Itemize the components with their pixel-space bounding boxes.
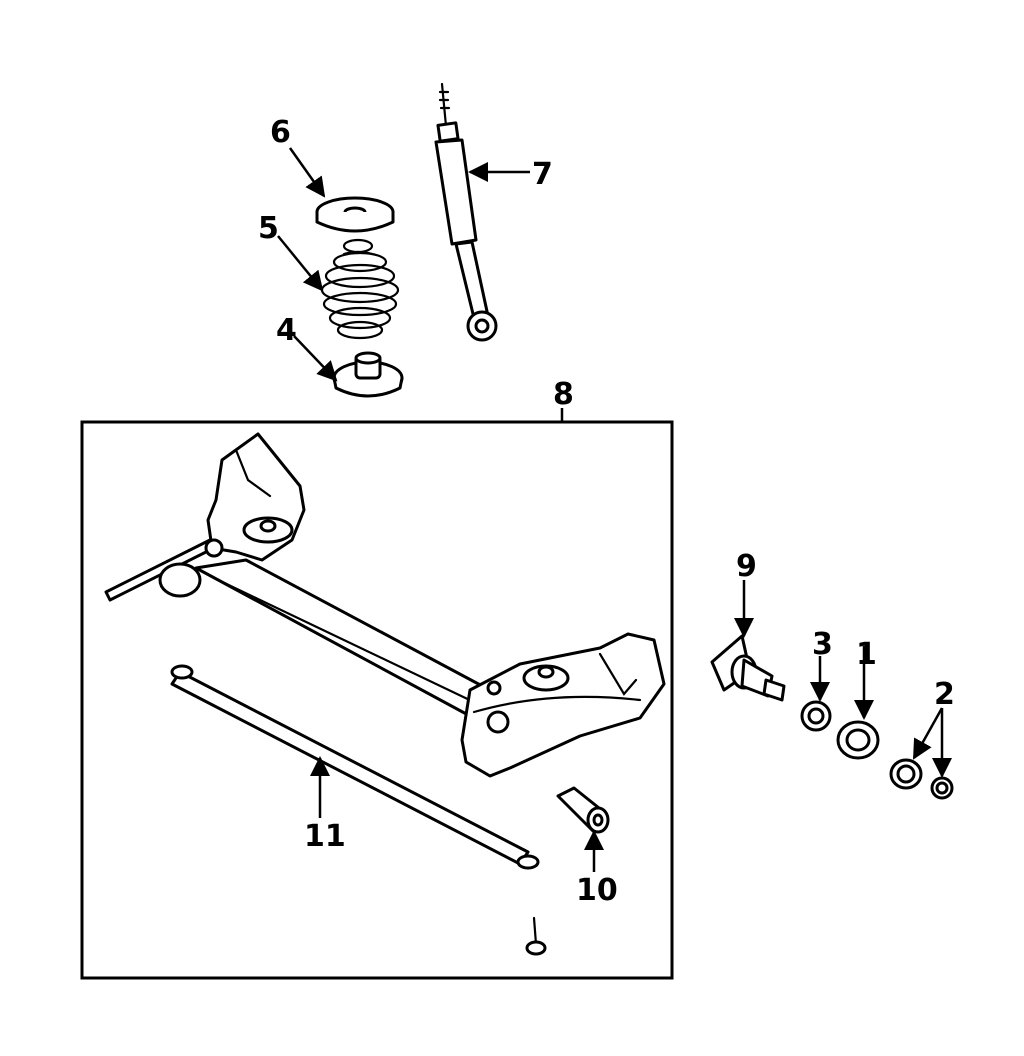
upper-spring-seat[interactable] [315,196,395,233]
callout-4: 4 [276,313,297,348]
callout-5: 5 [258,211,279,246]
rear-axle-beam[interactable] [104,432,666,778]
shock-absorber[interactable] [434,82,498,342]
mounting-bolt[interactable] [525,916,547,956]
callout-1: 1 [856,637,877,672]
axle-assembly-frame [80,420,674,980]
bushing[interactable] [556,786,610,834]
lower-spring-seat[interactable] [332,351,404,398]
callout-9: 9 [736,549,757,584]
hub-seal[interactable] [836,720,880,760]
callout-4-leader [293,335,338,382]
coil-spring[interactable] [320,238,400,340]
callout-10: 10 [576,873,618,908]
bearing-race[interactable] [889,758,954,800]
callout-6: 6 [270,115,291,150]
callout-2: 2 [934,677,955,712]
track-rod[interactable] [170,664,540,870]
callout-8: 8 [553,377,574,412]
callout-6-leader [288,147,326,198]
callout-3: 3 [812,627,833,662]
wheel-bearing[interactable] [800,700,832,732]
callout-2-leader-a [912,707,944,760]
callout-5-leader [277,235,324,292]
callout-11: 11 [304,819,346,854]
wheel-spindle[interactable] [710,634,786,702]
callout-7: 7 [532,157,553,192]
